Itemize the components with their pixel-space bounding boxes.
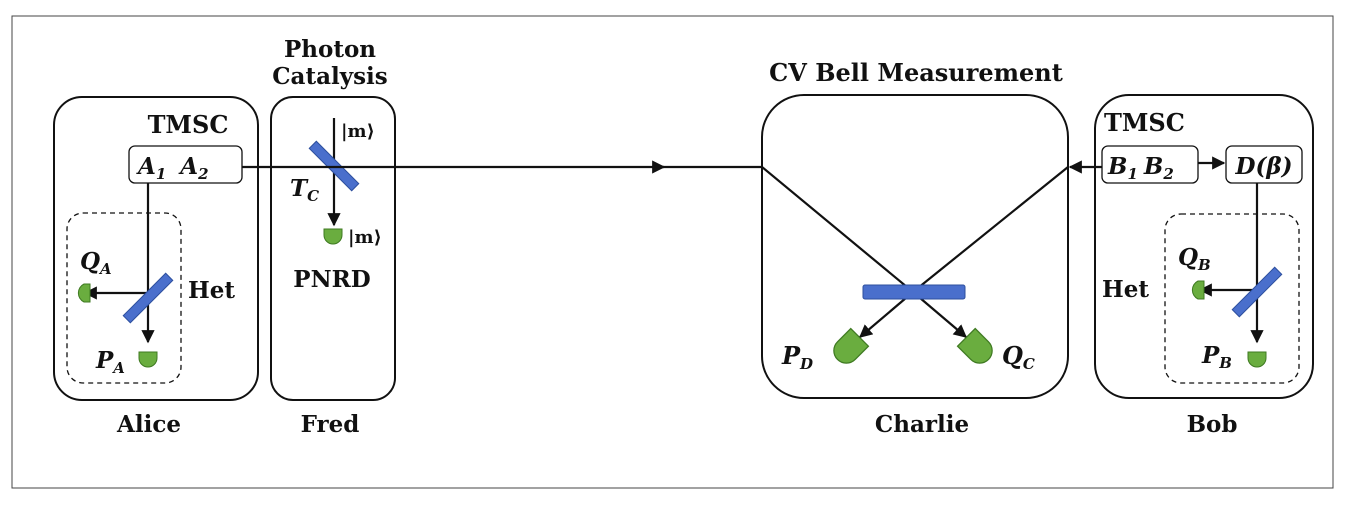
bob-het-label: Het: [1102, 276, 1149, 303]
fred-name: Fred: [301, 411, 360, 438]
charlie-name: Charlie: [875, 411, 969, 438]
bob-name: Bob: [1187, 411, 1238, 438]
bob-p-detector-icon: [1247, 351, 1267, 368]
fred-ket-in: |m⟩: [341, 121, 375, 142]
bob-q-detector-icon: [1191, 280, 1205, 300]
bob-q-label: QB: [1178, 244, 1211, 274]
charlie-qc-detector-icon: [956, 327, 993, 364]
charlie-beam-splitter: [862, 284, 966, 300]
alice-mode-box: [128, 145, 243, 184]
charlie-right-input-beam: [912, 166, 1069, 293]
bob-displacement-box: [1225, 145, 1303, 184]
bob-displacement-label: D(β): [1235, 153, 1293, 180]
bob-het-dashed-box: [1164, 213, 1300, 384]
fred-station: Photon Catalysis |m⟩ TC |m⟩ PNRD Fred: [270, 36, 396, 438]
bob-box: [1094, 94, 1314, 399]
fred-box: [270, 96, 396, 401]
fred-transmissivity-label: TC: [290, 175, 319, 205]
alice-name: Alice: [116, 411, 181, 438]
charlie-station: CV Bell Measurement PD QC Charlie: [761, 58, 1069, 438]
alice-het-dashed-box: [66, 212, 182, 384]
alice-source-label: TMSC: [148, 110, 229, 139]
alice-box: [53, 96, 259, 401]
figure-frame: [11, 15, 1334, 489]
bob-source-label: TMSC: [1104, 108, 1185, 137]
alice-p-label: PA: [95, 347, 125, 377]
alice-q-detector-icon: [77, 283, 91, 303]
alice-p-detector-icon: [138, 351, 158, 368]
fred-ket-out: |m⟩: [348, 227, 382, 248]
charlie-box: [761, 94, 1069, 399]
charlie-heading: CV Bell Measurement: [769, 58, 1063, 87]
bob-mode-box: [1101, 145, 1199, 184]
fred-heading-line1: Photon: [284, 36, 376, 63]
charlie-qc-label: QC: [1002, 341, 1035, 373]
fred-heading-line2: Catalysis: [272, 63, 387, 90]
charlie-pd-detector-icon: [833, 327, 870, 364]
alice-het-label: Het: [188, 277, 235, 304]
charlie-left-input-beam: [761, 166, 914, 293]
alice-beam-splitter: [122, 272, 174, 324]
bob-beam-splitter: [1231, 266, 1283, 318]
charlie-pd-label: PD: [781, 341, 813, 373]
bob-p-label: PB: [1201, 342, 1232, 372]
fred-pnrd-detector-icon: [323, 228, 343, 245]
alice-q-label: QA: [80, 248, 112, 278]
fred-pnrd-label: PNRD: [293, 266, 370, 293]
